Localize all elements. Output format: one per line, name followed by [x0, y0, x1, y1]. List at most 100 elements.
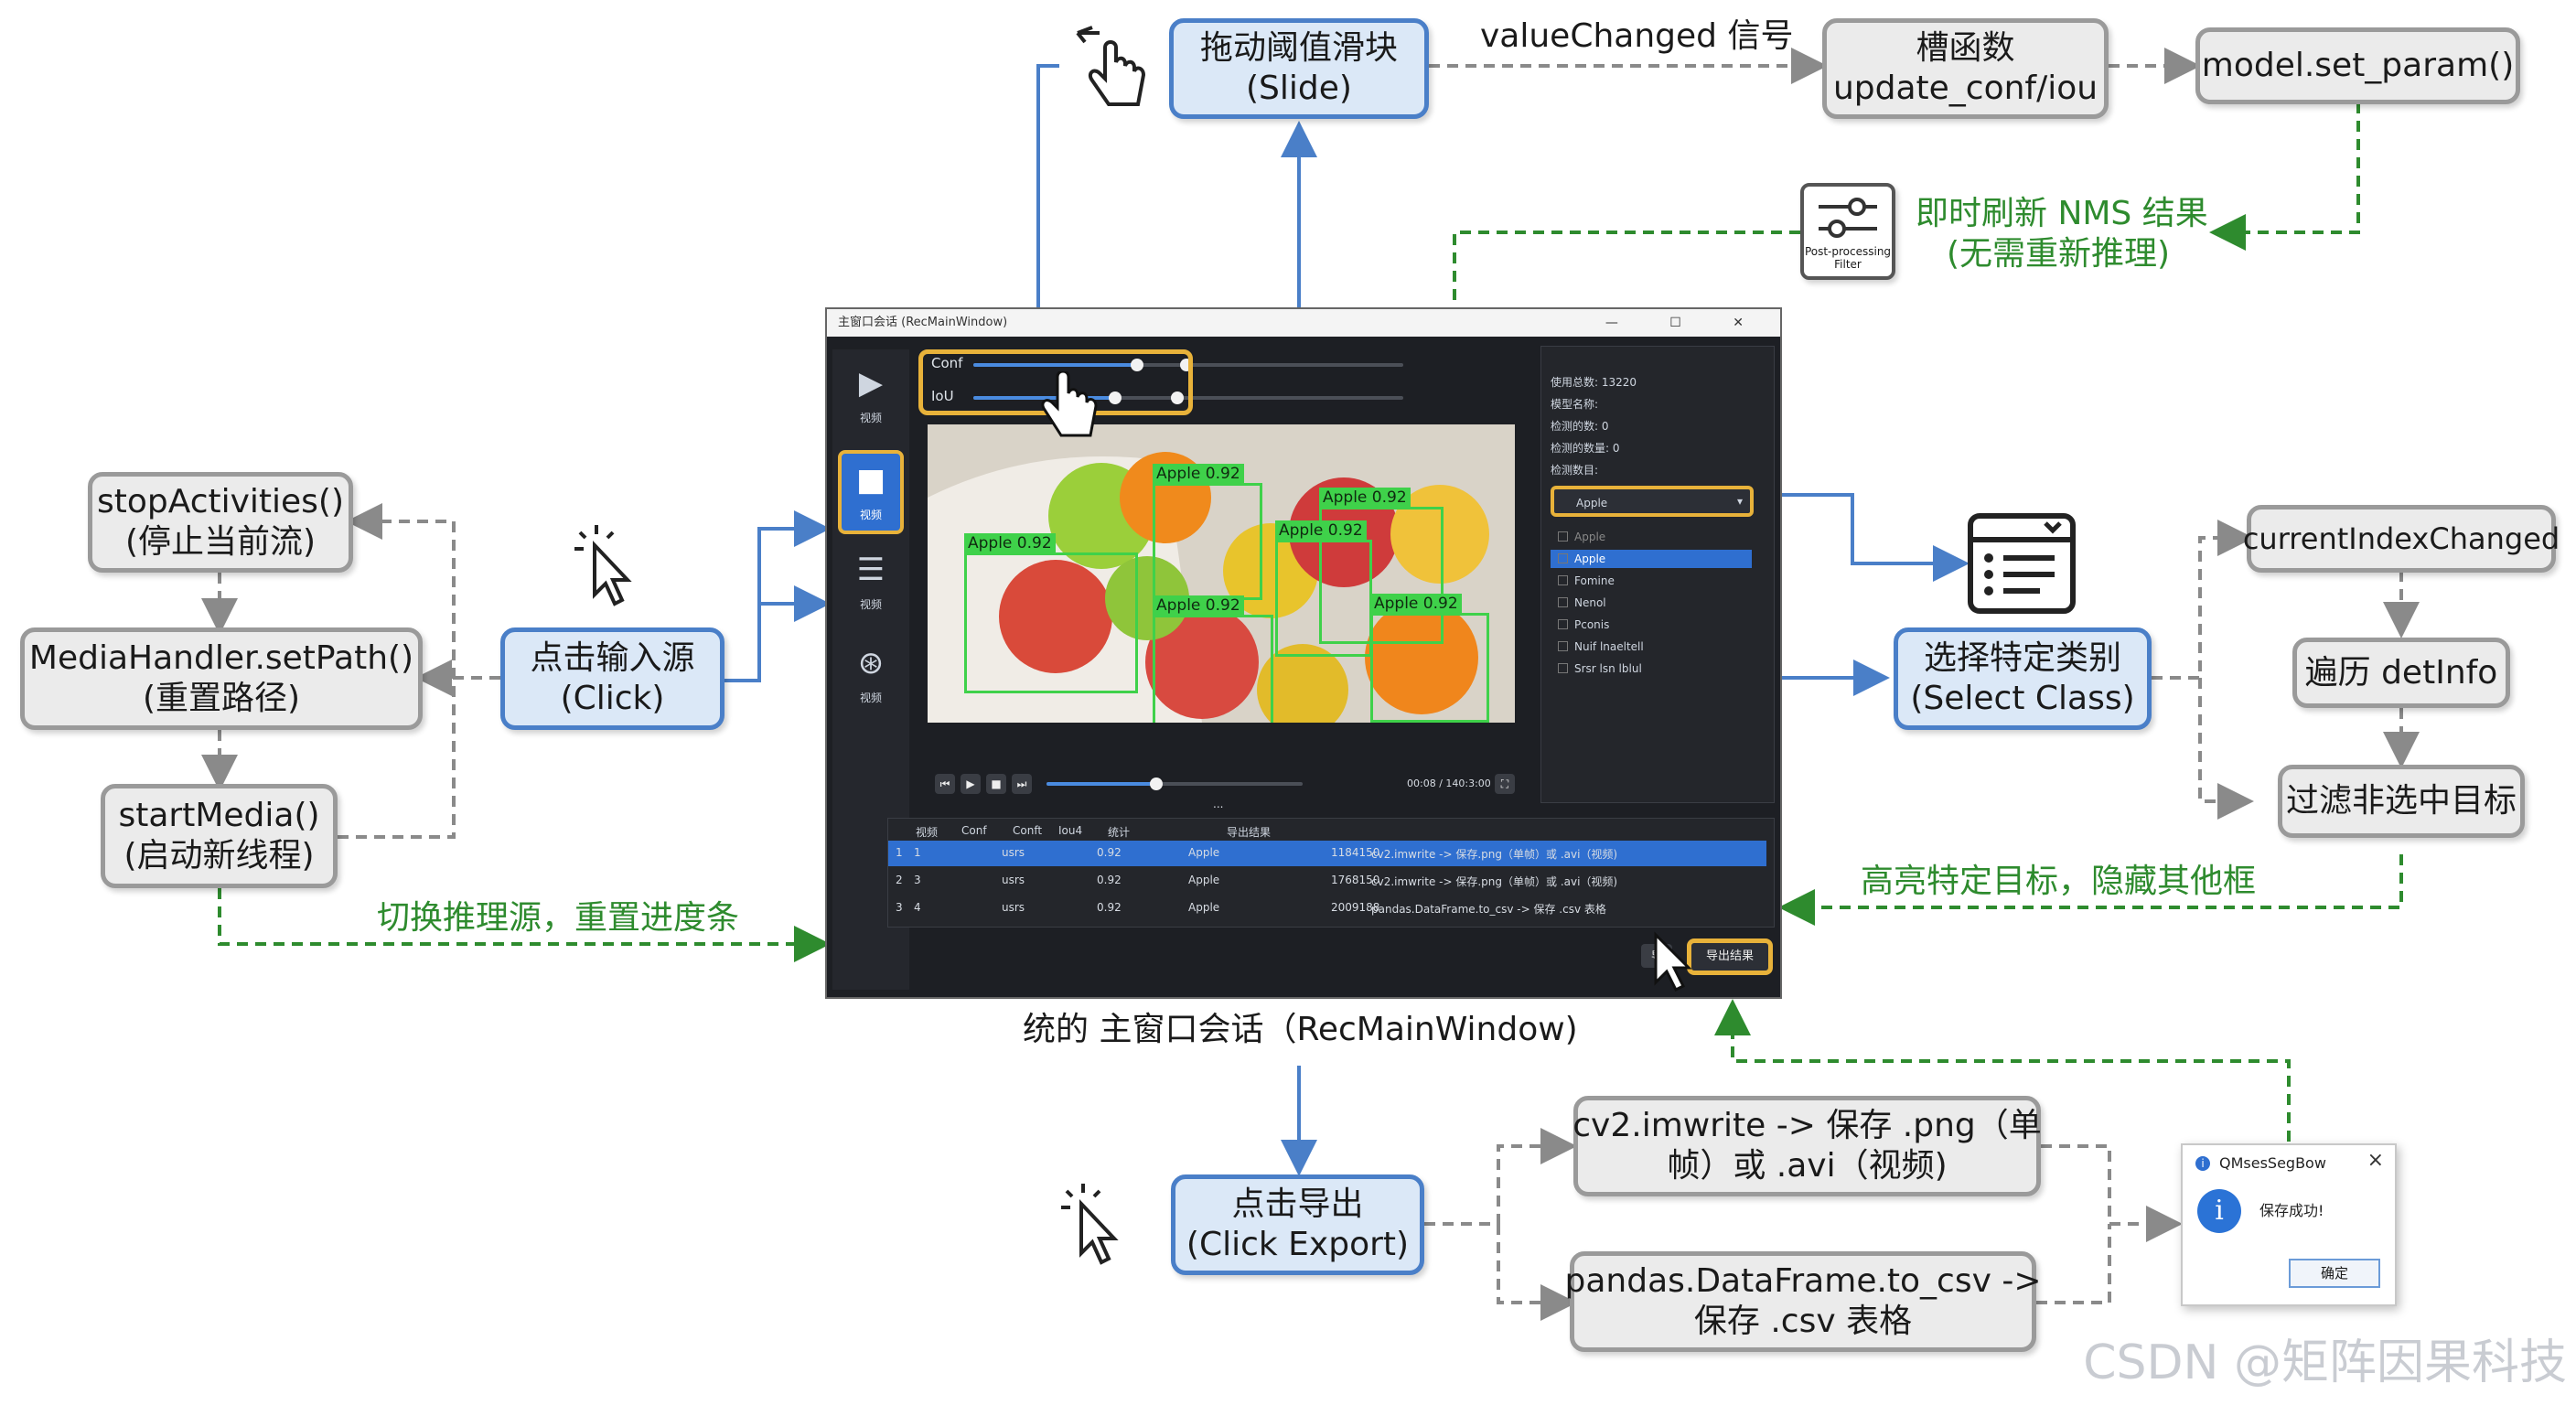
click-cursor-icon	[574, 525, 632, 606]
node-text: MediaHandler.setPath()	[28, 639, 414, 677]
node-text: 过滤非选中目标	[2285, 782, 2517, 820]
info-icon: i	[2197, 1189, 2241, 1233]
table-cell: 3	[914, 874, 921, 886]
table-cell: cv2.imwrite -> 保存.png（单帧）或 .avi（视频)	[1371, 875, 1618, 888]
info-line: 检测的数: 0	[1551, 420, 1609, 433]
label-highlight: 高亮特定目标，隐藏其他框	[1861, 863, 2257, 900]
hand-pointer-icon	[1041, 371, 1098, 437]
node-text: update_conf/iou	[1832, 70, 2098, 107]
node-text: (Slide)	[1246, 70, 1352, 107]
node-text: 遍历 detInfo	[2304, 653, 2498, 692]
iou-slider-handle[interactable]	[1109, 391, 1122, 404]
detection-box: Apple 0.92	[964, 533, 1138, 693]
dialog-title: QMsesSegBow	[2219, 1154, 2326, 1172]
checkbox[interactable]	[1558, 663, 1568, 673]
detection-label: Apple 0.92	[964, 533, 1056, 553]
table-cell: 4	[914, 901, 921, 914]
iou-slider-fill	[973, 396, 1116, 400]
node-text: 保存 .csv 表格	[1693, 1303, 1913, 1340]
wire-conf-to-hand	[1036, 64, 1059, 352]
iou-slider-end	[1171, 391, 1184, 404]
wire-select-to-cic	[2152, 520, 2254, 680]
class-list-item[interactable]: Nuif lnaeltell	[1551, 638, 1752, 656]
wire-filter-to-app	[1778, 854, 2403, 926]
fullscreen-button[interactable]: ⛶	[1495, 774, 1515, 794]
splitter-handle[interactable]: ...	[1213, 798, 1224, 810]
node-click-export: 点击导出 (Click Export)	[1171, 1174, 1424, 1275]
checkbox[interactable]	[1558, 619, 1568, 629]
wire-start-to-app	[218, 888, 831, 962]
watermark: CSDN @矩阵因果科技	[2083, 1335, 2567, 1390]
playback-time: 00:08 / 140:3:00	[1407, 778, 1491, 789]
class-list-item[interactable]: Apple	[1551, 528, 1752, 546]
sidebar-item-label: 视频	[859, 692, 882, 704]
next-button[interactable]: ⏭	[1012, 774, 1032, 794]
conf-slider-fill	[973, 363, 1137, 367]
table-cell: 3	[896, 901, 903, 914]
node-text: stopActivities()	[96, 483, 345, 520]
export-results-button[interactable]: 导出结果	[1687, 938, 1773, 975]
prev-button[interactable]: ⏮	[935, 774, 955, 794]
hand-pointer-icon	[1076, 26, 1146, 106]
detection-box: Apple 0.92	[1153, 595, 1273, 723]
table-cell: 2009188	[1331, 901, 1380, 914]
conf-slider-handle[interactable]	[1130, 359, 1143, 371]
pp-filter-text: Filter	[1834, 258, 1862, 271]
window-controls[interactable]: — ☐ ✕	[1605, 316, 1767, 330]
class-select-dropdown[interactable]: Apple ▾	[1551, 486, 1754, 517]
detection-box: Apple 0.92	[1153, 464, 1262, 600]
iou-label: IoU	[931, 388, 954, 404]
post-processing-filter-icon: Post-processing Filter	[1800, 183, 1895, 280]
node-text: (Click Export)	[1186, 1226, 1410, 1263]
class-list-item[interactable]: Fomine	[1551, 572, 1752, 590]
progress-track[interactable]	[1046, 782, 1303, 786]
stop-button[interactable]: ■	[986, 774, 1006, 794]
class-list-item[interactable]: Nenol	[1551, 594, 1752, 612]
chevron-down-icon: ▾	[1736, 495, 1743, 508]
node-text: (重置路径)	[142, 680, 301, 717]
video-display: Apple 0.92 Apple 0.92 Apple 0.92 Apple 0…	[928, 424, 1515, 723]
save-success-dialog: i QMsesSegBow × i 保存成功! 确定	[2181, 1143, 2397, 1306]
checkbox[interactable]	[1558, 531, 1568, 542]
table-cell: 2	[896, 874, 903, 886]
sidebar-item-document[interactable]: ☰视频	[838, 543, 904, 627]
checkbox[interactable]	[1558, 575, 1568, 585]
node-text: pandas.DataFrame.to_csv ->	[1564, 1262, 2042, 1300]
progress-handle[interactable]	[1150, 778, 1164, 790]
detection-label: Apple 0.92	[1319, 488, 1411, 508]
sidebar-item-folder[interactable]: ▶视频	[838, 357, 904, 441]
class-list-label: Apple	[1574, 531, 1606, 543]
click-cursor-icon	[1061, 1184, 1119, 1265]
sliders-icon	[1819, 198, 1877, 238]
label-switch-source: 切换推理源，重置进度条	[377, 899, 740, 937]
ok-button[interactable]: 确定	[2289, 1259, 2380, 1288]
node-text: currentIndexChanged	[2242, 521, 2560, 556]
node-text: model.set_param()	[2201, 47, 2515, 84]
checkbox[interactable]	[1558, 597, 1568, 607]
info-line: 使用总数: 13220	[1551, 376, 1637, 389]
window-title: 主窗口会话 (RecMainWindow)	[838, 316, 1008, 329]
class-list-label: Srsr lsn lblul	[1574, 662, 1642, 675]
sidebar-item-camera[interactable]: ⊛视频	[838, 637, 904, 721]
detection-box: Apple 0.92	[1319, 488, 1444, 644]
sidebar-item-video[interactable]: ■视频	[838, 450, 904, 534]
class-select-value: Apple	[1576, 497, 1608, 509]
class-list-label: Nenol	[1574, 596, 1606, 609]
checkbox[interactable]	[1558, 641, 1568, 651]
node-click-input: 点击输入源 (Click)	[500, 627, 724, 730]
class-list-item[interactable]: Apple	[1551, 550, 1752, 568]
class-list-item[interactable]: Pconis	[1551, 616, 1752, 634]
table-cell: 1	[896, 846, 903, 859]
table-header: 统计	[1108, 826, 1131, 839]
info-line: 检测数目:	[1551, 464, 1599, 477]
node-text: 选择特定类别	[1923, 639, 2121, 677]
class-list-item[interactable]: Srsr lsn lblul	[1551, 660, 1752, 678]
label-refresh-nms: 即时刷新 NMS 结果	[1916, 195, 2208, 232]
close-icon[interactable]: ×	[2367, 1149, 2384, 1172]
checkbox[interactable]	[1558, 553, 1568, 563]
play-button[interactable]: ▶	[961, 774, 981, 794]
table-cell: cv2.imwrite -> 保存.png（单帧）或 .avi（视频)	[1371, 848, 1618, 861]
